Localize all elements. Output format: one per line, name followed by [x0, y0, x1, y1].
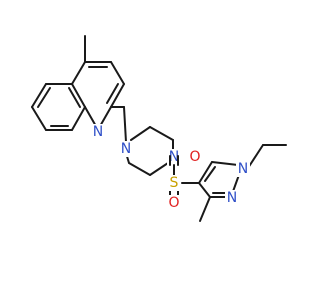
quinoline-nitrogen: N — [91, 124, 105, 140]
oxygen-top: O — [188, 149, 202, 165]
piperazine-ring — [125, 126, 174, 176]
pyrazole-ring — [198, 144, 287, 222]
piperazine-nitrogen-1: N — [119, 141, 133, 157]
piperazine-n1-label: N — [121, 141, 131, 157]
pyrazole-n2-label: N — [227, 190, 237, 206]
molecule-structure: N N N S O O — [31, 35, 287, 222]
quinoline-n-label: N — [93, 124, 103, 140]
quinoline-benzo-ring — [31, 83, 86, 131]
piperazine-n2-label: N — [169, 149, 179, 165]
oxygen-bottom: O — [167, 195, 181, 211]
pyrazole-nitrogen-1: N — [236, 161, 250, 177]
oxygen-bottom-label: O — [168, 195, 179, 211]
pyrazole-nitrogen-2: N — [225, 190, 239, 206]
oxygen-top-label: O — [189, 149, 200, 165]
pyrazole-n1-label: N — [238, 161, 248, 177]
sulfur-label: S — [170, 175, 179, 191]
